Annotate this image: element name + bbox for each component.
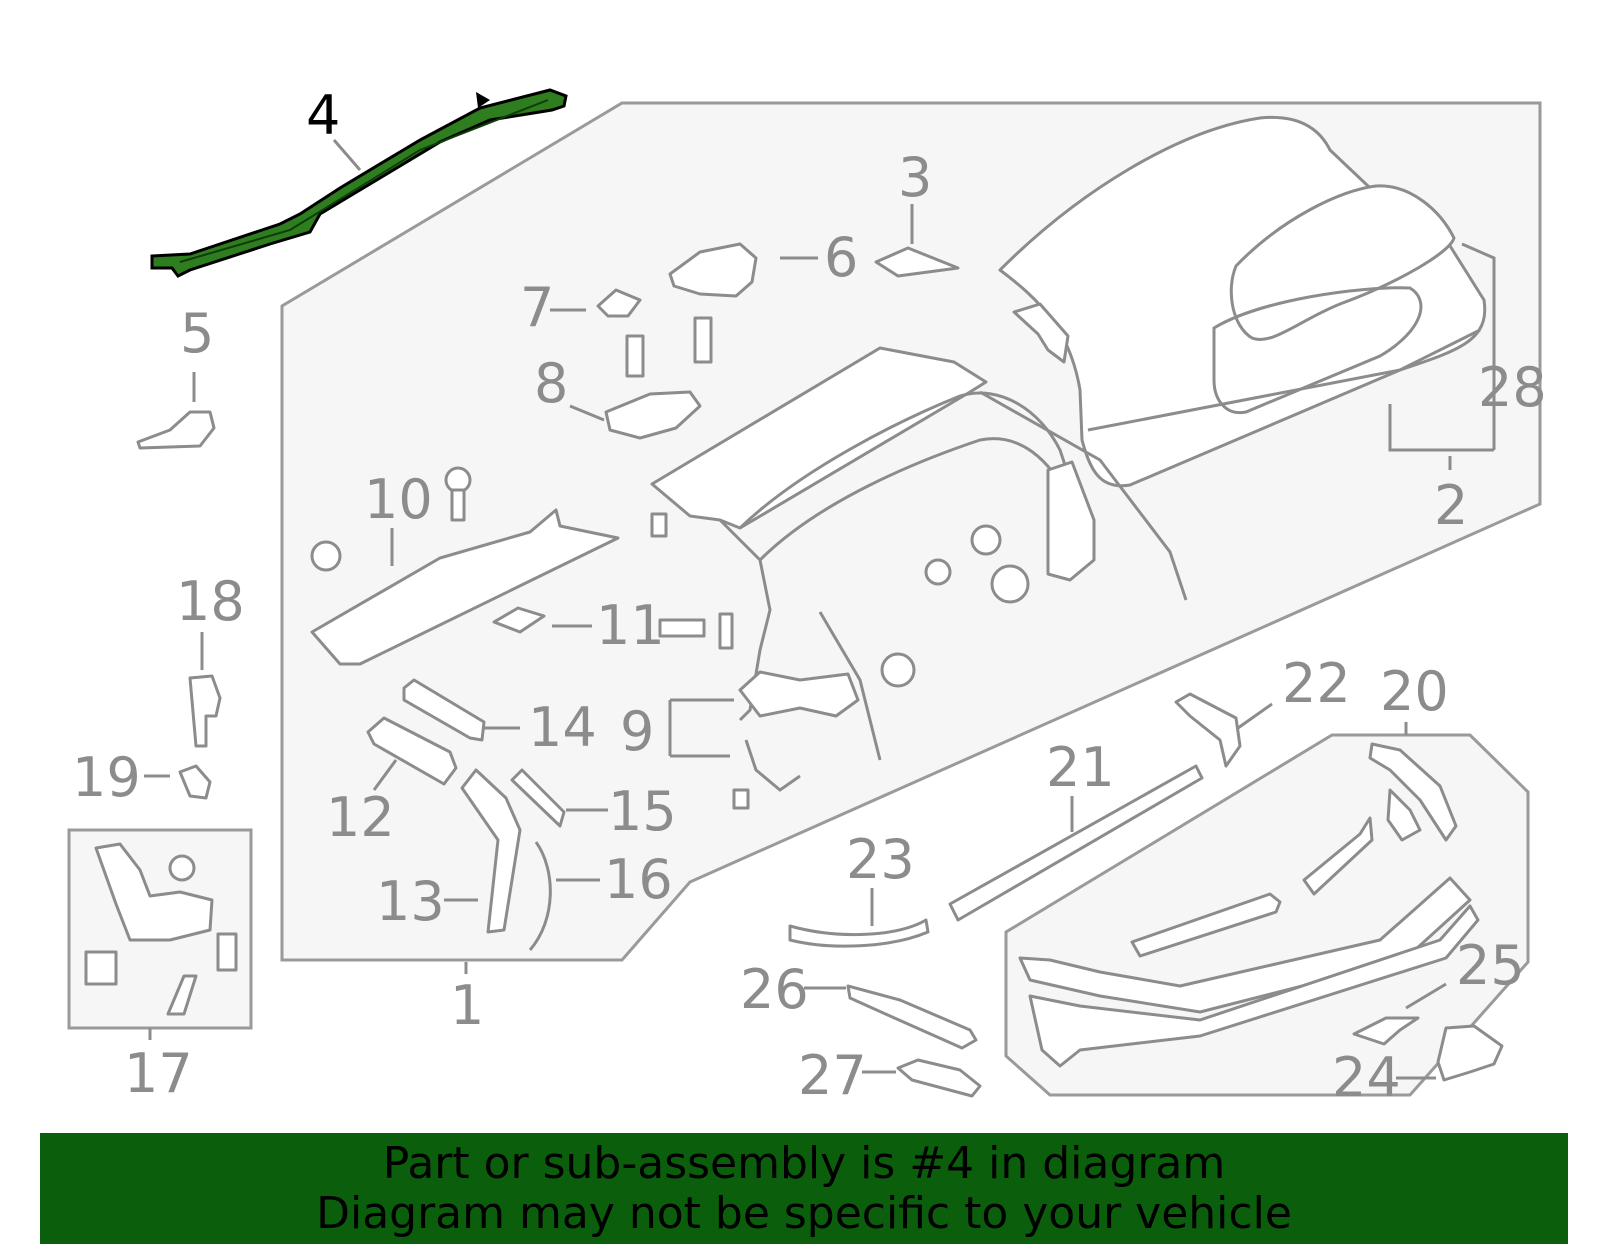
push-pin-2 — [880, 652, 916, 688]
callout-8: 8 — [534, 352, 568, 415]
part-23-trim[interactable] — [788, 918, 930, 948]
part-1-top-frame[interactable] — [650, 346, 988, 530]
callout-6: 6 — [824, 226, 858, 289]
callout-14: 14 — [528, 696, 597, 759]
part-17-cylinder — [216, 932, 238, 972]
callout-17: 17 — [124, 1042, 193, 1105]
part-19-clip[interactable] — [178, 764, 212, 800]
part-1-hinge — [738, 670, 860, 718]
bushing — [990, 564, 1030, 604]
leader-lines — [144, 139, 1496, 1080]
callout-20: 20 — [1380, 660, 1449, 723]
part-4-edge — [179, 99, 549, 263]
part-6-bracket[interactable] — [668, 242, 758, 298]
part-20-rail[interactable] — [1018, 876, 1472, 1014]
tab-insert — [650, 512, 668, 538]
part-1-frame-rod — [979, 390, 1188, 601]
part-24-bracket[interactable] — [1436, 1024, 1504, 1082]
callout-19: 19 — [72, 746, 141, 809]
screw-10 — [444, 466, 472, 494]
part-1-link — [818, 611, 882, 761]
callout-9: 9 — [620, 700, 654, 763]
part-5-bracket[interactable] — [136, 410, 216, 450]
part-26-trim[interactable] — [846, 984, 978, 1050]
part-8-bracket[interactable] — [604, 390, 702, 440]
part-17-latch[interactable] — [94, 842, 214, 942]
part-11-clip[interactable] — [492, 606, 546, 634]
part-25-pad[interactable] — [1352, 1016, 1420, 1046]
banner-line-1: Part or sub-assembly is #4 in diagram — [382, 1138, 1226, 1189]
part-9-connector — [732, 788, 750, 810]
screw-10-shaft — [450, 488, 466, 522]
part-27-trim[interactable] — [896, 1058, 982, 1098]
part-20-upper-seal — [1368, 742, 1458, 842]
callout-5: 5 — [180, 302, 214, 365]
part-28-trim — [1087, 328, 1481, 432]
callout-16: 16 — [604, 848, 673, 911]
callout-13: 13 — [376, 870, 445, 933]
part-13-pillar-trim[interactable] — [460, 768, 522, 934]
callout-12: 12 — [326, 786, 395, 849]
callout-21: 21 — [1046, 736, 1115, 799]
part-7-clip[interactable] — [596, 288, 642, 318]
callout-2: 2 — [1434, 474, 1468, 537]
part-18-clip[interactable] — [188, 674, 222, 748]
callout-11: 11 — [596, 594, 665, 657]
callout-26: 26 — [740, 958, 809, 1021]
part-21-weatherstrip[interactable] — [948, 764, 1204, 922]
part-1-frame-side — [718, 518, 772, 722]
slot-plate — [718, 612, 734, 650]
part-4-tab — [476, 92, 490, 108]
push-retainer — [310, 540, 342, 572]
part-9-harness[interactable] — [744, 739, 801, 792]
bolt-2 — [693, 316, 713, 364]
part-17-tube — [166, 974, 198, 1016]
callout-24: 24 — [1332, 1046, 1401, 1109]
callout-18: 18 — [176, 570, 245, 633]
bolt-1 — [625, 334, 645, 378]
callout-7: 7 — [520, 276, 554, 339]
part-17-block — [84, 950, 118, 986]
part-14-strip[interactable] — [402, 678, 486, 742]
part-20-bracket-b — [1386, 788, 1422, 842]
part-1-bracket-right — [1046, 460, 1096, 582]
part-15-trim[interactable] — [510, 768, 566, 828]
part-12-bracket[interactable] — [366, 716, 458, 786]
part-20-frame — [1028, 904, 1480, 1068]
callout-28: 28 — [1478, 356, 1547, 419]
part-22-bracket[interactable] — [1174, 692, 1242, 768]
callout-23: 23 — [846, 828, 915, 891]
part-4-highlighted[interactable] — [150, 88, 568, 278]
callout-15: 15 — [608, 780, 677, 843]
grommet — [970, 524, 1002, 556]
banner-line-2: Diagram may not be specific to your vehi… — [316, 1188, 1292, 1239]
callout-3: 3 — [898, 146, 932, 209]
part-3-pad[interactable] — [874, 246, 960, 278]
part-28-window-frame — [1212, 286, 1423, 415]
callout-22: 22 — [1282, 652, 1351, 715]
callout-27: 27 — [798, 1044, 867, 1107]
callout-4: 4 — [306, 84, 340, 147]
part-20-bracket-a — [1302, 816, 1374, 896]
callout-1: 1 — [450, 974, 484, 1037]
part-1-frame-arch — [738, 391, 1072, 530]
push-pin — [924, 558, 952, 586]
part-10-shelf[interactable] — [310, 508, 620, 666]
part-20-inner-trim — [1130, 892, 1282, 958]
callout-25: 25 — [1456, 934, 1525, 997]
part-28-corner-flap — [1012, 302, 1070, 364]
bolt-11 — [658, 618, 706, 638]
part-16-seal[interactable] — [528, 841, 552, 951]
notice-banner: Part or sub-assembly is #4 in diagram Di… — [40, 1133, 1568, 1244]
callout-10: 10 — [364, 468, 433, 531]
part-17-cap — [168, 854, 196, 882]
